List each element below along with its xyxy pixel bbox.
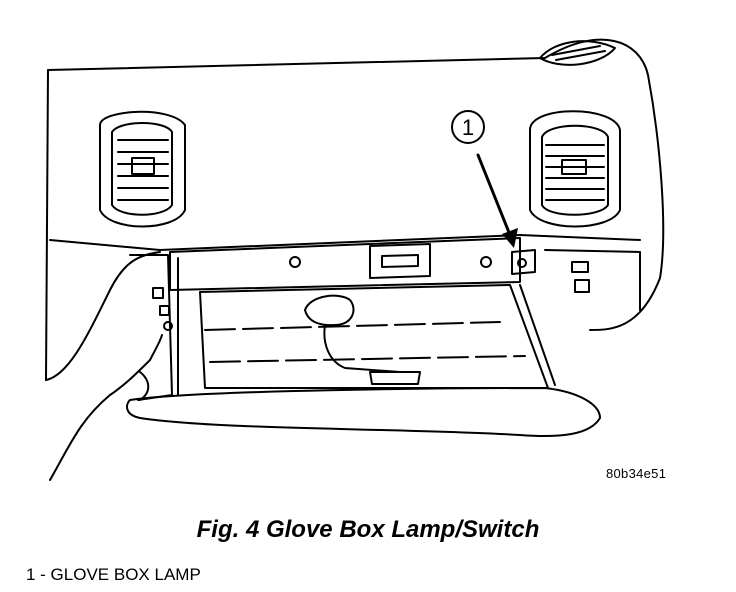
- callout-number: 1: [462, 115, 474, 140]
- right-air-vent: [529, 110, 621, 228]
- glove-box-illustration: 1 80b34e51: [45, 38, 667, 481]
- legend-list: 1 - GLOVE BOX LAMP: [26, 565, 201, 585]
- glove-box-frame: [169, 237, 521, 291]
- callout-circle: [451, 110, 485, 144]
- callout-arrowhead: [502, 228, 518, 248]
- figure-caption: Fig. 4 Glove Box Lamp/Switch: [196, 516, 540, 543]
- figure-code: 80b34e51: [606, 466, 667, 481]
- callout-leader: [476, 153, 514, 242]
- dashboard-outline: [47, 38, 665, 331]
- left-air-vent: [99, 110, 186, 228]
- dashboard-line-drawing: 1: [45, 38, 665, 481]
- hand-outline: [49, 334, 163, 481]
- glove-box-lamp: [511, 249, 536, 275]
- defroster-vent: [539, 40, 616, 66]
- legend-item: 1 - GLOVE BOX LAMP: [26, 565, 201, 584]
- glove-box-door: [126, 387, 601, 438]
- lamp-switch: [304, 294, 355, 327]
